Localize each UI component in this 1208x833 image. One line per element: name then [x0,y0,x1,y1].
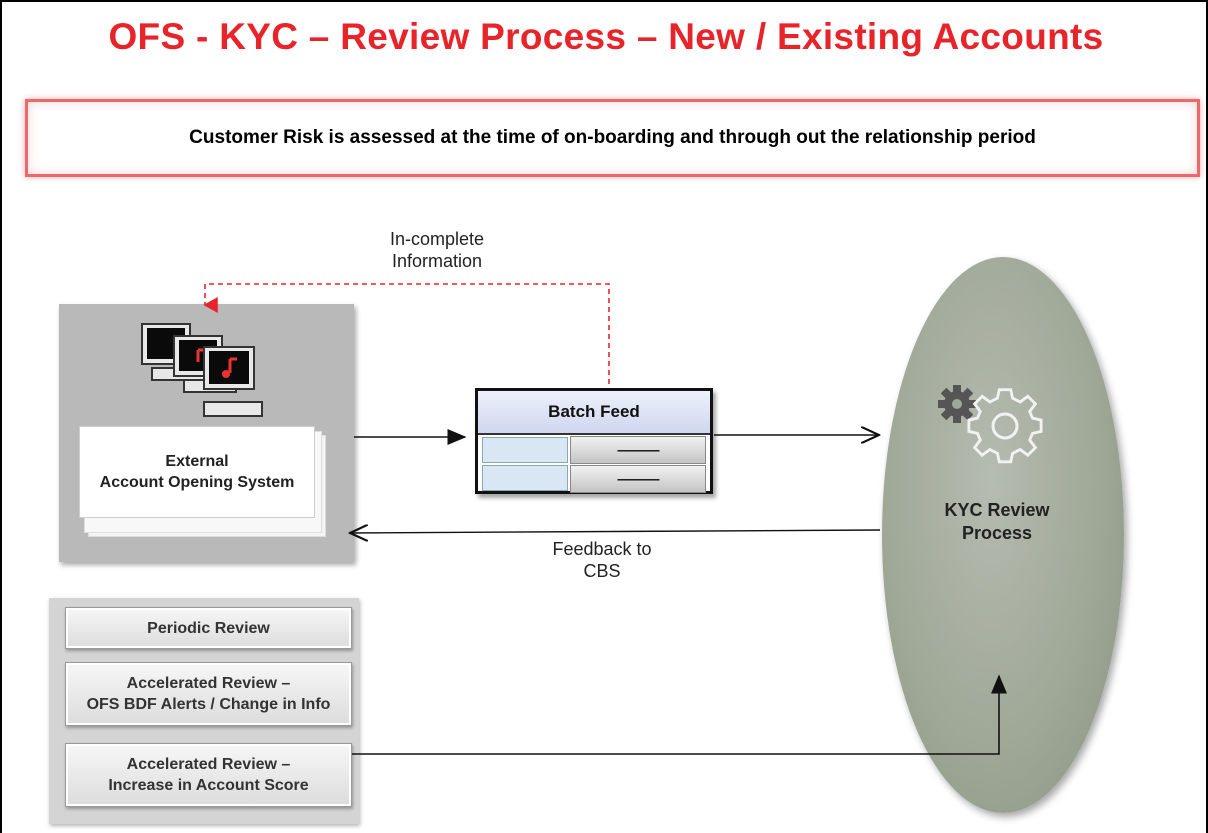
batch-row-text: -------------- [617,472,660,486]
summary-banner: Customer Risk is assessed at the time of… [25,99,1200,177]
periodic-review-box: Periodic Review [65,607,352,649]
review-label: Accelerated Review – Increase in Account… [108,756,309,794]
batch-feed-header: Batch Feed [478,391,710,435]
page-title: OFS - KYC – Review Process – New / Exist… [108,16,1104,57]
batch-feed-title: Batch Feed [548,402,640,421]
accelerated-review-score-box: Accelerated Review – Increase in Account… [65,743,352,807]
batch-row-value: -------------- [570,436,706,464]
feedback-arrow [350,530,881,533]
batch-row-key [482,437,568,463]
review-label: Periodic Review [147,619,270,637]
incomplete-info-label: In-complete Information [389,229,485,271]
batch-feed-box: Batch Feed -------------- -------------- [475,388,713,494]
batch-row-key [482,465,568,491]
external-system-card: External Account Opening System [79,426,315,518]
accelerated-review-alerts-box: Accelerated Review – OFS BDF Alerts / Ch… [65,662,352,726]
feedback-label: Feedback to CBS [552,539,652,581]
banner-text: Customer Risk is assessed at the time of… [189,127,1036,148]
batch-row-value: -------------- [570,465,706,493]
external-system-label: External Account Opening System [99,453,295,491]
review-label: Accelerated Review – OFS BDF Alerts / Ch… [86,675,331,713]
kyc-review-label: KYC Review Process [944,500,1050,543]
batch-row-text: -------------- [617,443,660,457]
